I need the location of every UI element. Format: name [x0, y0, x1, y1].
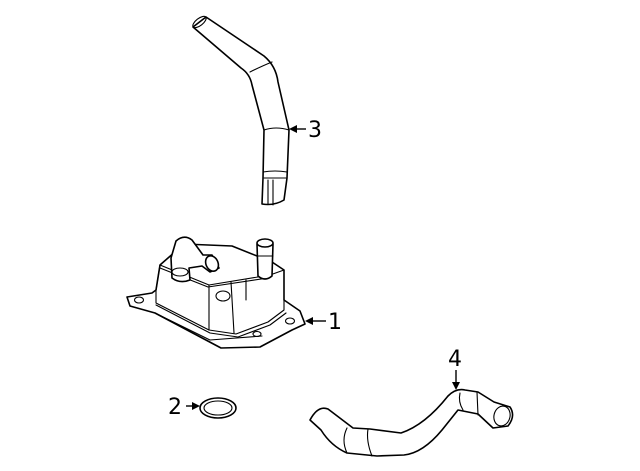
- callout-4: 4: [448, 347, 462, 390]
- oil-cooler-part-1: [126, 236, 306, 349]
- callout-label-1: 1: [328, 310, 342, 335]
- callout-2: 2: [168, 395, 200, 420]
- o-ring-part-2: [199, 397, 237, 419]
- callout-1: 1: [305, 310, 342, 335]
- callout-label-3: 3: [308, 118, 322, 143]
- hose-part-3: [192, 15, 290, 206]
- callout-label-4: 4: [448, 347, 462, 372]
- callout-label-2: 2: [168, 395, 182, 420]
- callout-3: 3: [289, 118, 322, 143]
- hose-part-4: [309, 388, 514, 457]
